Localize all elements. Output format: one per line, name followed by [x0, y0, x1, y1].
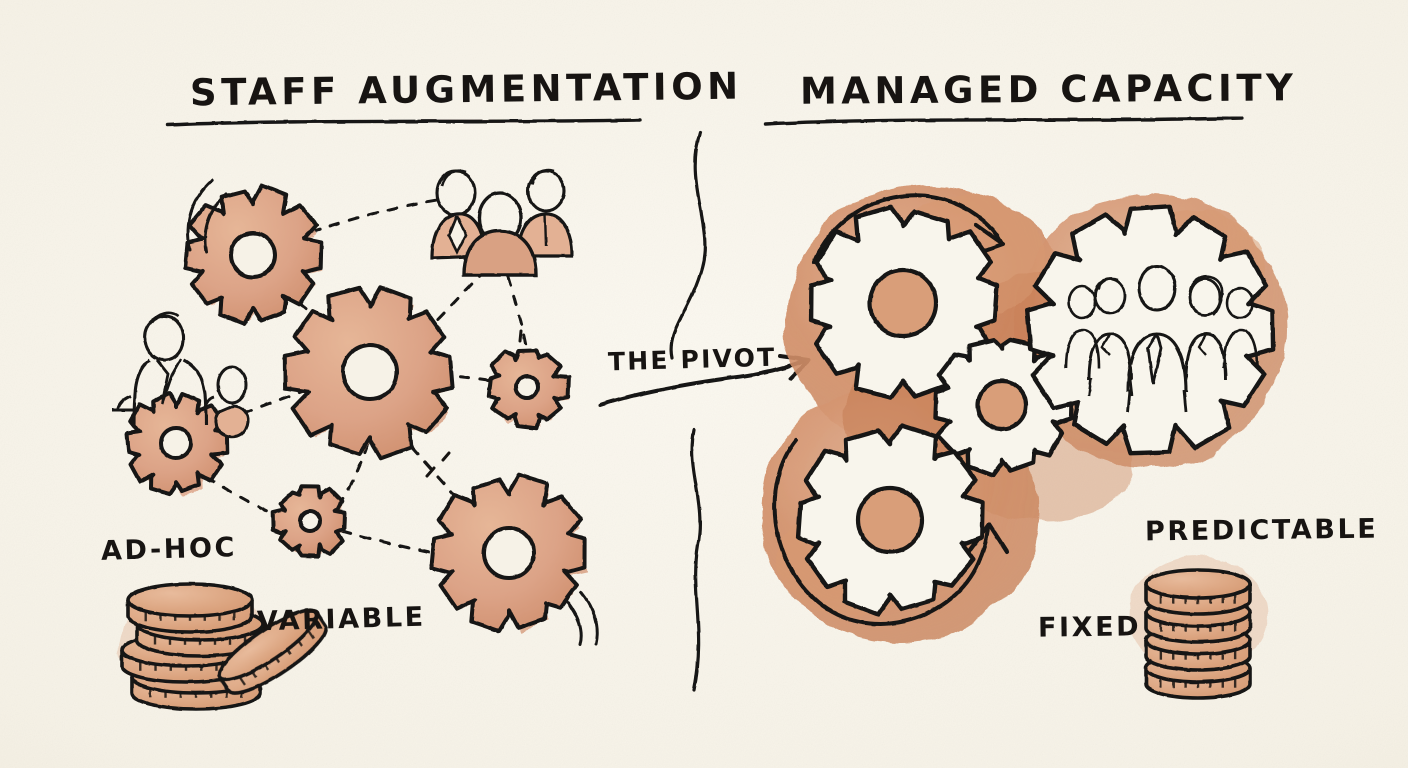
gear-center-large [282, 285, 455, 461]
left-panel-artwork [112, 168, 599, 647]
gear-small-right [486, 348, 571, 431]
right-title-underline [763, 116, 1244, 126]
gear-managed-top [808, 204, 1000, 400]
motion-lines-bottom-right [564, 590, 599, 647]
label-fixed: FIXED [1037, 611, 1142, 644]
label-ad-hoc: AD-HOC [100, 532, 238, 567]
coin-variable-3 [126, 582, 254, 634]
gear-small-bottom [270, 484, 347, 559]
gear-managed-bottom [795, 423, 985, 617]
flick-marks [425, 329, 523, 478]
coin-stack-fixed [1128, 557, 1268, 700]
left-title-underline [166, 118, 642, 127]
person-group-three [430, 168, 574, 277]
coin-stack-variable [120, 582, 328, 711]
coin-leaning-body [217, 608, 328, 695]
coin-fixed-3 [1144, 568, 1252, 616]
team-figures-in-gear [1064, 264, 1259, 413]
motion-lines-top-left [186, 178, 228, 254]
gear-top-left [183, 183, 324, 326]
gear-bottom-right [429, 472, 587, 633]
left-panel-title: STAFF AUGMENTATION [189, 64, 743, 115]
pivot-label: THE PIVOT [607, 342, 777, 377]
left-gear-cluster [125, 183, 587, 633]
right-panel-artwork [761, 184, 1286, 643]
label-predictable: PREDICTABLE [1144, 513, 1379, 548]
center-divider [669, 130, 707, 692]
person-solo [112, 311, 250, 439]
right-panel-title: MANAGED CAPACITY [799, 66, 1298, 113]
coin-leaning [217, 608, 328, 695]
label-variable: VARIABLE [256, 601, 427, 638]
gear-small-left [125, 391, 230, 497]
